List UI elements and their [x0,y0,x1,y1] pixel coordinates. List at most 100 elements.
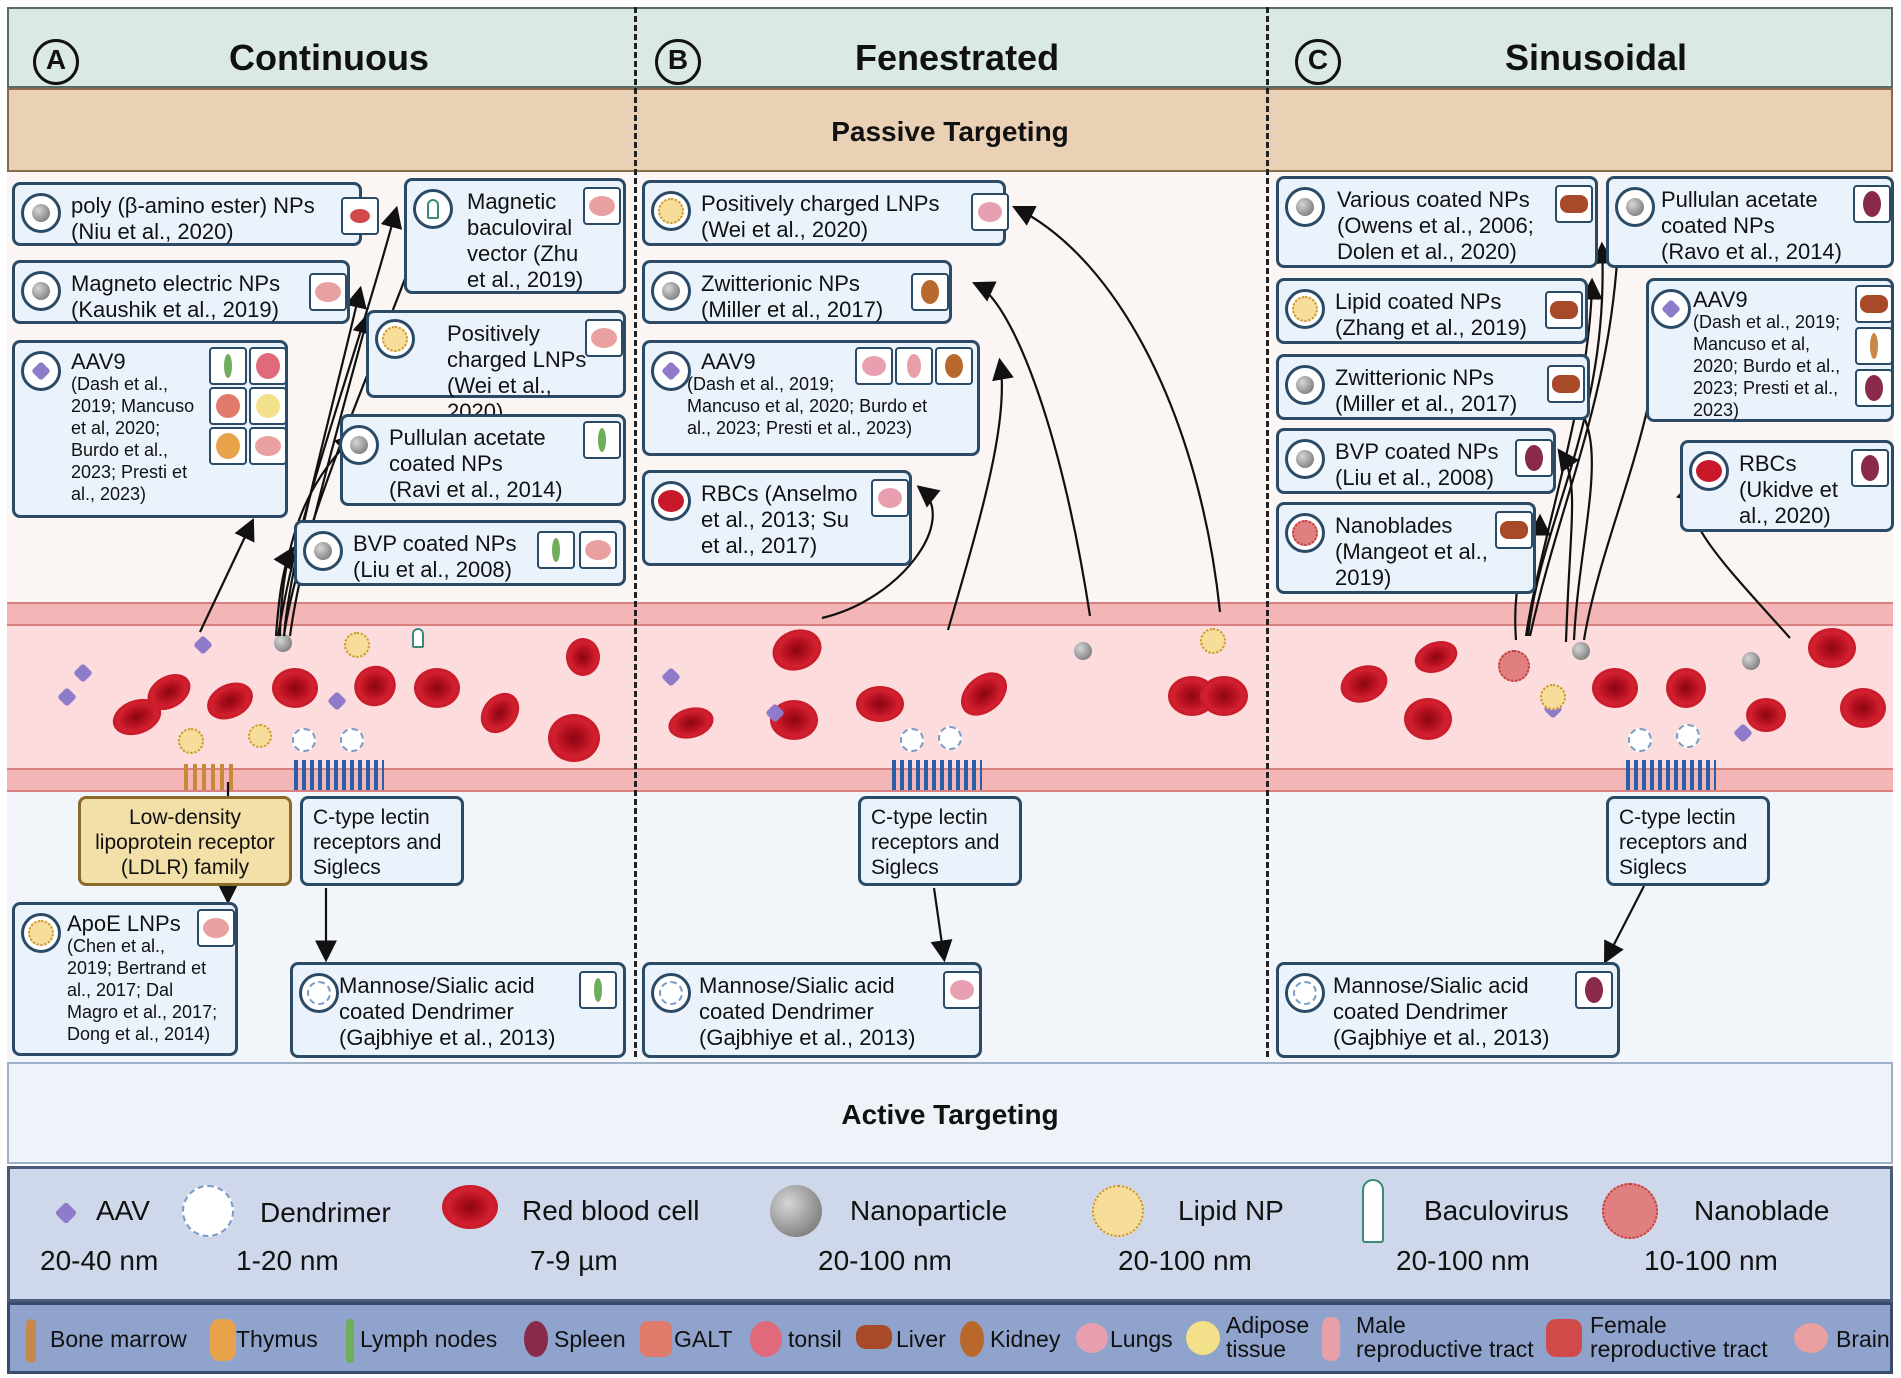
brain-icon [583,187,621,225]
organ-label-thymus: Thymus [236,1326,318,1352]
legend-dendrimer-name: Dendrimer [260,1197,391,1228]
arrow-poslnp [288,311,375,637]
arrow-rbcs-b [821,485,941,620]
lymph-node-icon [583,421,621,459]
arrow-ctype-mannose-b [930,887,953,963]
column-title-continuous: Continuous [229,37,429,78]
brain-icon [197,909,235,947]
card-pullulan-continuous: Pullulan acetate coated NPs (Ravi et al.… [339,414,626,506]
card-text: Positively charged LNPs (Wei et al., 202… [701,191,940,242]
organ-label-spleen: Spleen [554,1326,626,1352]
card-text: BVP coated NPs (Liu et al., 2008) [1335,439,1499,490]
card-pbae-nps: poly (β-amino ester) NPs (Niu et al., 20… [12,182,379,246]
tonsil-icon [750,1321,782,1357]
lipid-np-icon [21,913,61,953]
legend-nanoblade-name: Nanoblade [1694,1195,1830,1226]
legend-np-name: Nanoparticle [850,1195,1008,1226]
legend-aav-size: 20-40 nm [40,1245,159,1276]
card-title: AAV9 [1693,287,1748,312]
rbc-cell [272,668,318,708]
organ-legend: Bone marrow Thymus Lymph nodes Spleen GA… [7,1302,1893,1374]
aav-icon [21,351,61,391]
card-text: Pullulan acetate coated NPs (Ravi et al.… [389,425,563,502]
lipid-np-icon [651,191,691,231]
legend-aav-name: AAV [96,1195,150,1226]
card-text: Zwitterionic NPs (Miller et al., 2017) [1335,365,1518,416]
rbc-cell [548,714,600,762]
organ-label-lungs: Lungs [1110,1326,1173,1352]
card-bvp-c: BVP coated NPs (Liu et al., 2008) [1276,428,1556,494]
rbc-cell [856,686,904,722]
thymus-icon [209,427,247,465]
panel-letter-a: A [33,39,79,85]
dendrimer-particle [938,726,962,750]
card-text: (Dash et al., 2019; Mancuso et al, 2020;… [1693,312,1841,420]
brain-icon [585,319,623,357]
spleen-icon [1853,185,1891,223]
kidney-icon [960,1321,984,1357]
organ-label-liver: Liver [896,1326,946,1352]
particle-legend: AAV 20-40 nm Dendrimer 1-20 nm Red blood… [7,1166,1893,1302]
card-text: RBCs (Ukidve et al., 2020) [1739,451,1839,528]
card-text: (Dash et al., 2019; Mancuso et al, 2020;… [687,374,928,438]
organ-label-brain: Brain [1836,1326,1890,1352]
spleen-icon [1855,369,1893,407]
card-rbcs-c: RBCs (Ukidve et al., 2020) [1680,440,1894,532]
nanoparticle-icon [770,1185,822,1237]
card-text: Magneto electric NPs (Kaushik et al., 20… [71,271,281,322]
panel-letter-b: B [655,39,701,85]
card-text: Various coated NPs (Owens et al., 2006; … [1337,187,1534,264]
card-text: Pullulan acetate coated NPs (Ravo et al.… [1661,187,1842,264]
column-title-sinusoidal: Sinusoidal [1505,37,1688,78]
lipid-np-icon [1285,289,1325,329]
card-text: BVP coated NPs (Liu et al., 2008) [353,531,517,582]
panel-letter-c: C [1295,39,1341,85]
nanoparticle-icon [1285,187,1325,227]
liver-icon [1495,511,1533,549]
card-nanoblades-c: Nanoblades (Mangeot et al., 2019) [1276,502,1536,594]
dendrimer-icon [299,973,339,1013]
tonsil-icon [249,347,287,385]
organ-label-kidney: Kidney [990,1326,1061,1352]
arrow-magnetoel [282,285,367,637]
brain-icon [249,427,287,465]
bone-marrow-icon [26,1319,36,1363]
kidney-icon [911,273,949,311]
nanoblade-particle [1498,650,1530,682]
lungs-icon [1076,1323,1108,1353]
legend-dendrimer-size: 1-20 nm [236,1245,339,1276]
rbc-icon [651,481,691,521]
nanoparticle-icon [1285,439,1325,479]
rbc-cell [414,668,460,708]
divider-bc [1266,7,1269,1057]
arrow-aav9-a [199,518,255,633]
lipid-np-particle [178,728,204,754]
legend-nanoblade-size: 10-100 nm [1644,1245,1778,1276]
legend-lipid-size: 20-100 nm [1118,1245,1252,1276]
arrow-bvp-c [1557,448,1580,643]
nanoparticle [1742,652,1760,670]
rbc-cell [1840,688,1886,728]
lungs-icon [971,193,1009,231]
nanoblade-icon [1602,1183,1658,1239]
female-tract-icon [1546,1319,1582,1357]
liver-icon [1547,365,1585,403]
dendrimer-particle [1628,728,1652,752]
nanoparticle [274,634,292,652]
baculovirus-icon [1362,1179,1384,1243]
ctype-lectin-label-a: C-type lectin receptors and Siglecs [300,796,464,886]
rbc-cell [566,638,600,676]
card-apoe-lnps: ApoE LNPs (Chen et al., 2019; Bertrand e… [12,902,238,1056]
aav-icon [1651,289,1691,329]
arrow-aav9-b [946,357,1014,631]
adipose-icon [1186,1321,1220,1355]
nanoparticle-icon [303,531,343,571]
lungs-icon [871,479,909,517]
arrow-zwit-b [972,281,1092,617]
arrow-pbae [276,205,403,637]
aav-icon [54,1201,78,1225]
spleen-icon [1515,439,1553,477]
legend-rbc-size: 7-9 µm [530,1245,618,1276]
lectin-receptor-c [1626,760,1716,790]
arrow-zwit-c [1552,386,1593,641]
